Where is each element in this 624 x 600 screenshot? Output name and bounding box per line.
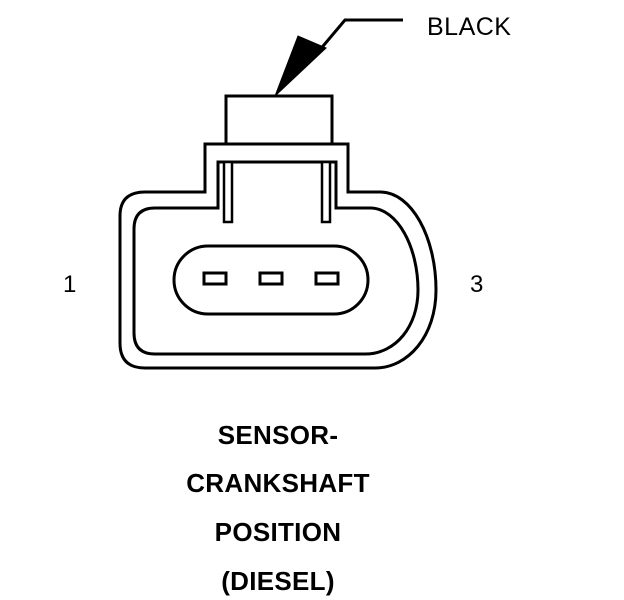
callout-leader-line [311, 18, 403, 59]
connector-lock-tab [224, 94, 334, 146]
pin-label-left: 1 [63, 271, 77, 298]
latch-guide-left [222, 160, 234, 224]
terminal-pin-3 [314, 271, 340, 286]
terminal-pin-2 [258, 271, 284, 286]
latch-guide-right [320, 160, 332, 224]
terminal-pin-1 [202, 271, 228, 286]
callout-arrowhead [274, 35, 327, 97]
pin-label-right: 3 [470, 271, 484, 298]
caption-line-2: CRANKSHAFT [186, 468, 370, 498]
caption-line-4: (DIESEL) [221, 566, 335, 596]
callout-label-black: BLACK [427, 13, 512, 41]
caption-line-1: SENSOR- [217, 420, 339, 450]
caption-line-3: POSITION [214, 517, 342, 547]
